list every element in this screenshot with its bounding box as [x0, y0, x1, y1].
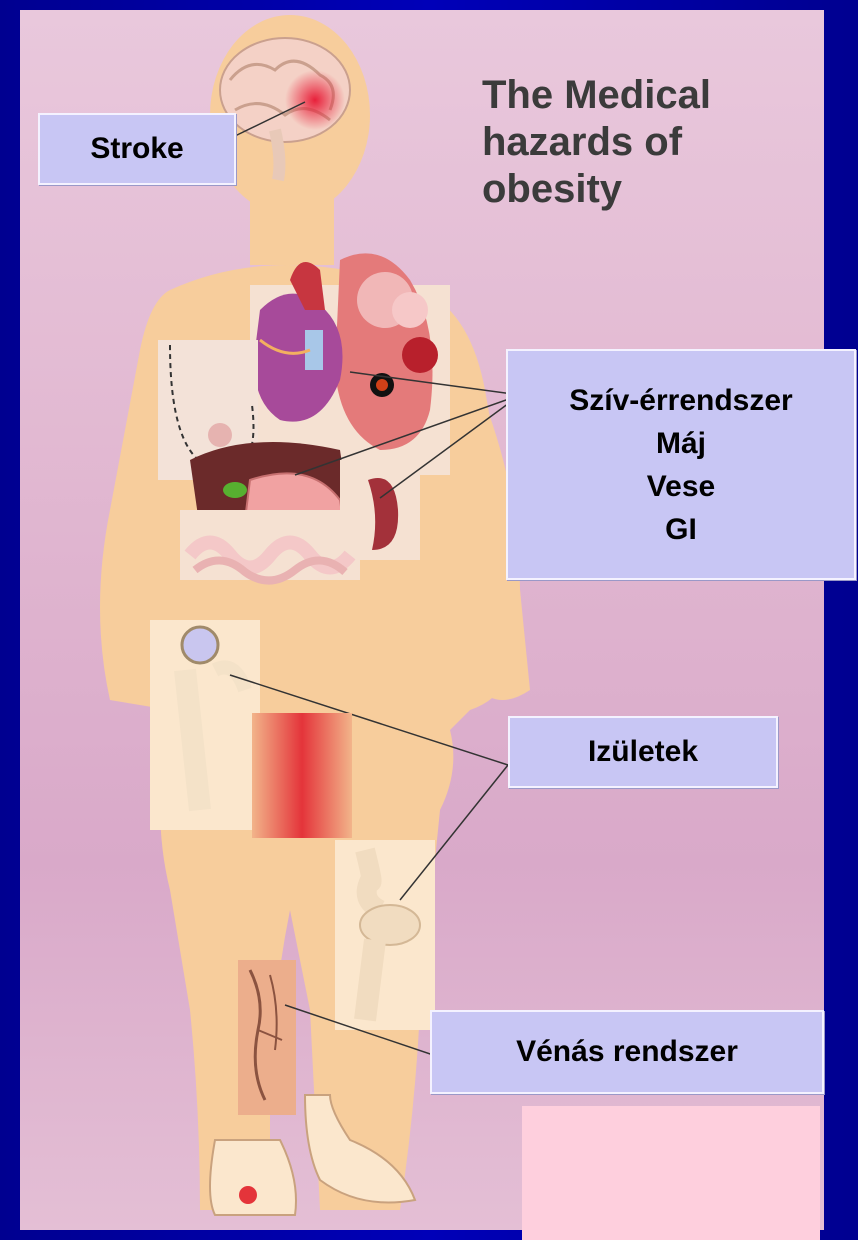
veins-label: Vénás rendszer — [430, 1010, 824, 1094]
stroke-label-text: Stroke — [90, 132, 183, 166]
veins-label-text: Vénás rendszer — [516, 1035, 738, 1069]
joints-label-text: Izületek — [588, 735, 698, 769]
organ-label-cardiovascular: Szív-érrendszer — [569, 379, 792, 422]
organ-label-liver: Máj — [656, 422, 706, 465]
joints-label: Izületek — [508, 716, 778, 788]
hip-joint-icon — [150, 620, 260, 830]
thigh-inflammation — [252, 713, 352, 838]
vein-icon — [238, 960, 296, 1115]
organ-systems-label: Szív-érrendszer Máj Vese GI — [506, 349, 856, 580]
stroke-label: Stroke — [38, 113, 236, 185]
knee-joint-icon — [335, 840, 435, 1030]
organ-label-gi: GI — [665, 508, 697, 551]
intestine-icon — [180, 510, 360, 581]
lung-icon — [335, 253, 438, 450]
title-line-1: The Medical — [482, 72, 812, 119]
title-line-2: hazards of — [482, 119, 812, 166]
title-line-3: obesity — [482, 166, 812, 213]
page-title: The Medical hazards of obesity — [482, 72, 812, 213]
pink-box — [522, 1106, 820, 1240]
organ-label-kidney: Vese — [647, 465, 715, 508]
